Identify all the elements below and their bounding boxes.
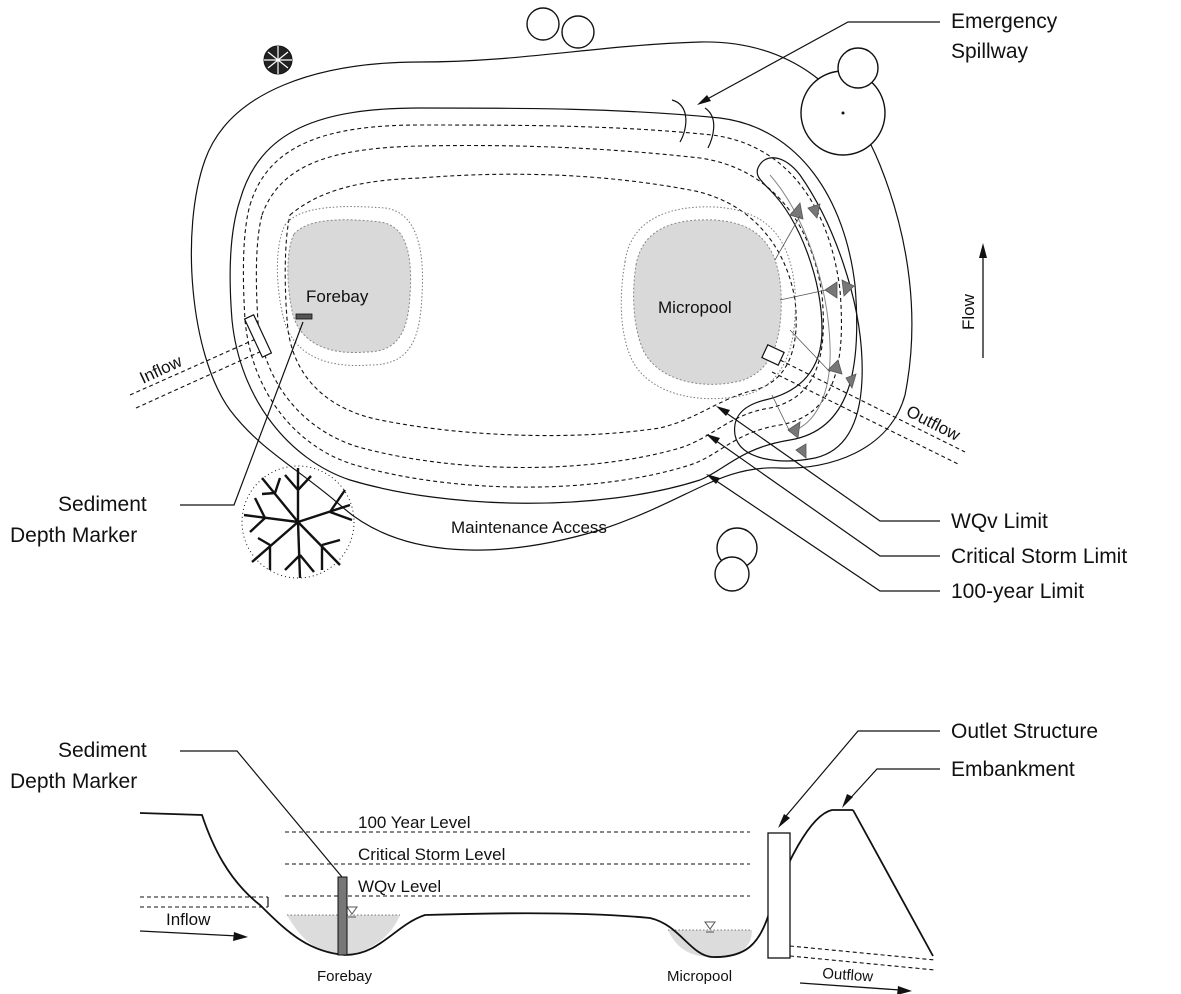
wqv-limit-callout bbox=[716, 406, 940, 522]
wetland-plant-symbols bbox=[771, 202, 857, 459]
tree-small-dark-icon bbox=[263, 45, 293, 75]
maintenance-access-label: Maintenance Access bbox=[451, 518, 607, 537]
plan-view: Flow Forebay Micropool Maintenance Acces… bbox=[10, 7, 1127, 603]
sediment-marker-callout-profile bbox=[180, 750, 343, 878]
tree-large-top-right-icon bbox=[800, 47, 886, 156]
outlet-structure-callout bbox=[778, 730, 940, 828]
sediment-marker-label-plan-1: Sediment bbox=[58, 493, 147, 516]
emergency-spillway-callout bbox=[697, 21, 940, 105]
outflow-pipe bbox=[761, 344, 966, 465]
tree-pair-bottom-icon bbox=[714, 527, 758, 592]
aquatic-bench bbox=[734, 157, 863, 462]
critical-storm-limit-label: Critical Storm Limit bbox=[951, 545, 1127, 568]
outflow-label-profile: Outflow bbox=[822, 965, 874, 986]
inflow-pipe-profile bbox=[140, 896, 269, 908]
outflow-arrow-icon bbox=[799, 982, 912, 994]
sediment-marker-post bbox=[337, 876, 348, 956]
micropool-halo bbox=[620, 206, 796, 400]
inflow-pipe bbox=[129, 314, 273, 409]
sediment-marker-label-profile-1: Sediment bbox=[58, 739, 147, 762]
emergency-spillway-label-1: Emergency bbox=[951, 10, 1058, 33]
inner-contour-line bbox=[284, 173, 797, 437]
micropool-pool bbox=[633, 219, 782, 385]
sediment-marker-plan-icon bbox=[295, 313, 313, 320]
water-surface-icon-forebay bbox=[346, 906, 358, 918]
embankment-outline bbox=[190, 41, 913, 551]
emergency-spillway-label-2: Spillway bbox=[951, 40, 1029, 63]
outflow-label-plan: Outflow bbox=[903, 402, 964, 445]
micropool-label: Micropool bbox=[658, 298, 732, 317]
inflow-headwall bbox=[243, 314, 273, 358]
hundred-year-limit-label: 100-year Limit bbox=[951, 580, 1084, 603]
inflow-label-plan: Inflow bbox=[137, 351, 186, 387]
sediment-marker-label-profile-2: Depth Marker bbox=[10, 770, 137, 793]
wqv-level-label: WQv Level bbox=[358, 877, 441, 896]
embankment-back-slope bbox=[852, 809, 934, 957]
inflow-arrow-icon bbox=[139, 930, 248, 941]
forebay-label: Forebay bbox=[306, 287, 369, 306]
outlet-structure-label: Outlet Structure bbox=[951, 720, 1098, 743]
micropool-label-profile: Micropool bbox=[667, 968, 732, 985]
tree-branching-icon bbox=[241, 465, 355, 579]
critical-storm-limit-callout bbox=[706, 434, 940, 557]
flow-label: Flow bbox=[959, 293, 978, 330]
critical-storm-level-label: Critical Storm Level bbox=[358, 845, 505, 864]
inflow-label-profile: Inflow bbox=[166, 910, 211, 929]
sediment-marker-label-plan-2: Depth Marker bbox=[10, 524, 137, 547]
embankment-label: Embankment bbox=[951, 758, 1075, 781]
water-surface-icon-micropool bbox=[704, 921, 716, 933]
forebay-pool bbox=[287, 219, 412, 354]
outflow-pipe-profile bbox=[789, 945, 936, 971]
profile-view: 100 Year Level Critical Storm Level WQv … bbox=[10, 720, 1098, 994]
wqv-limit-label: WQv Limit bbox=[951, 510, 1048, 533]
micropool-water-fill bbox=[668, 930, 752, 957]
tree-pair-top-icon bbox=[526, 7, 595, 49]
hundred-year-level-label: 100 Year Level bbox=[358, 813, 471, 832]
forebay-label-profile: Forebay bbox=[317, 968, 373, 985]
flow-arrow-icon bbox=[979, 243, 987, 358]
hundred-year-limit-line bbox=[229, 107, 858, 504]
embankment-callout bbox=[842, 768, 940, 808]
critical-storm-limit-line bbox=[242, 124, 843, 488]
outlet-structure bbox=[767, 832, 791, 959]
hundred-year-limit-callout bbox=[706, 474, 940, 592]
wqv-limit-line bbox=[255, 144, 824, 468]
spillway-marks bbox=[671, 99, 715, 149]
outlet-riser bbox=[761, 344, 785, 366]
sediment-marker-callout-plan bbox=[180, 321, 304, 506]
